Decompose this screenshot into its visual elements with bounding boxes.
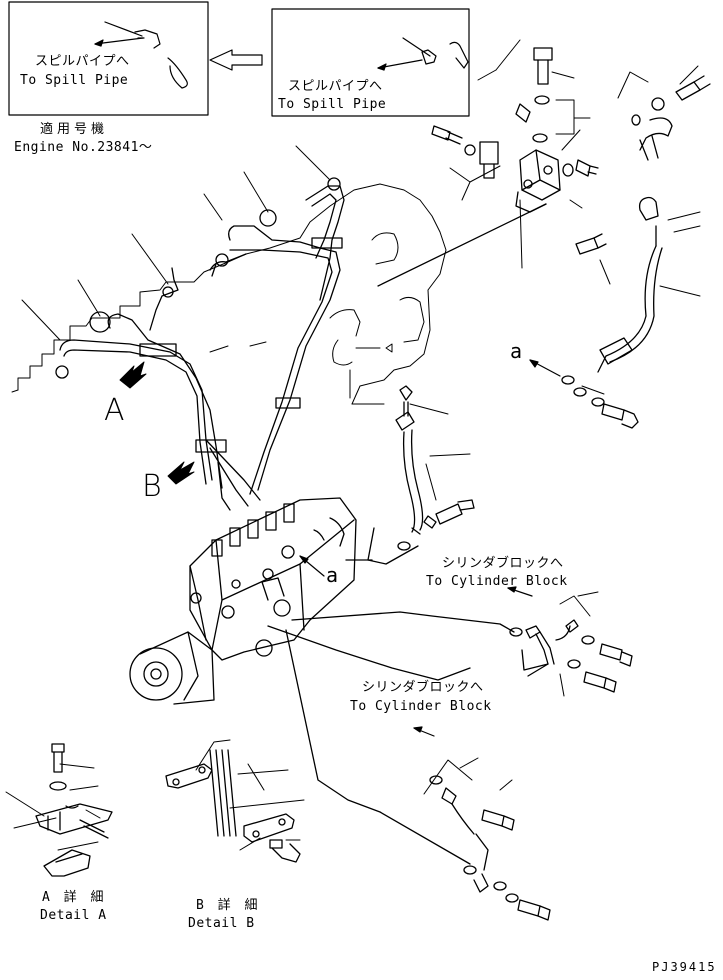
inset-left-en: To Spill Pipe (20, 73, 129, 88)
detail-b-en: Detail B (188, 916, 255, 931)
view-arrows (119, 359, 561, 737)
cyl-block-2-jp: シリンダブロックへ (362, 680, 484, 695)
inset-box-left (8, 1, 209, 116)
pipe-clamps (55, 177, 343, 453)
detail-a-jp: A 詳 細 (42, 890, 107, 905)
ref-a-label-1: a (510, 339, 523, 363)
ref-a-label-2: a (326, 563, 339, 587)
cyl-block-1-en: To Cylinder Block (426, 574, 568, 589)
cyl-block-1-jp: シリンダブロックへ (442, 556, 564, 571)
inset-right-en: To Spill Pipe (278, 97, 387, 112)
drawing-number: PJ39415 (652, 960, 717, 974)
spill-pipe-fittings (377, 47, 711, 429)
detail-b-jp: B 詳 細 (196, 898, 261, 913)
leader-lines (5, 39, 701, 851)
detail-b-drawing (165, 749, 301, 863)
engine-note-jp: 適用号機 (40, 122, 109, 137)
engine-note-en: Engine No.23841〜 (14, 140, 153, 155)
inset-left-jp: スピルパイプへ (35, 54, 130, 69)
engine-block-outline (11, 183, 447, 405)
injection-pipes (59, 185, 345, 511)
cyl-block-2-en: To Cylinder Block (350, 699, 492, 714)
cylinder-block-pipes (267, 385, 633, 921)
injection-pump (129, 497, 357, 705)
view-b-label: B (142, 469, 162, 504)
inset-arrow (209, 49, 263, 71)
detail-a-en: Detail A (40, 908, 107, 923)
view-a-label: A (104, 393, 125, 428)
inset-box-right (271, 8, 470, 117)
detail-a-drawing (35, 743, 113, 877)
inset-right-jp: スピルパイプへ (288, 79, 383, 94)
